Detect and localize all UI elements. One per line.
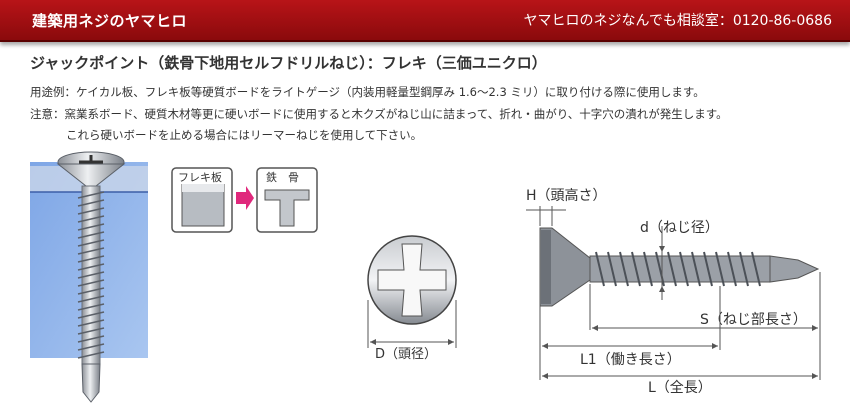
- usage-text: 用途例：ケイカル板、フレキ板等硬質ボードをライトゲージ（内装用軽量型鋼厚み 1.…: [30, 85, 705, 99]
- header-bar: 建築用ネジのヤマヒロ ヤマヒロのネジなんでも相談室：0120-86-0686: [0, 0, 850, 42]
- working-length-label: L1（働き長さ）: [580, 352, 681, 368]
- head-top-view: D（頭径）: [367, 235, 457, 362]
- page-title: ジャックポイント（鉄骨下地用セルフドリルねじ）：フレキ（三価ユニクロ）: [30, 54, 547, 72]
- thread-diameter-label: d（ねじ径）: [640, 220, 719, 236]
- material-icons: フレキ板 鉄 骨: [171, 167, 318, 233]
- site-brand[interactable]: 建築用ネジのヤマヒロ: [32, 12, 188, 30]
- drill-tip: [769, 255, 820, 283]
- contact-phone: ヤマヒロのネジなんでも相談室：0120-86-0686: [523, 13, 832, 29]
- side-dimension-view: H（頭高さ） d（ねじ径） S（ねじ部長さ） L1（働き長さ） L（全長）: [526, 187, 821, 396]
- arrow-right-icon: [236, 186, 254, 210]
- product-photo: [30, 151, 148, 403]
- steel-label: 鉄 骨: [266, 170, 299, 184]
- total-length-label: L（全長）: [648, 379, 712, 396]
- head-diameter-label: D（頭径）: [375, 347, 437, 362]
- flexi-label: フレキ板: [178, 170, 222, 184]
- caution-text: 注意：窯業系ボード、硬質木材等更に硬いボードに使用すると木クズがねじ山に詰まって…: [30, 107, 728, 121]
- drill-point: [81, 363, 101, 403]
- caution-note: これら硬いボードを止める場合にはリーマーねじを使用して下さい。: [66, 128, 423, 142]
- phillips-cross-icon: [377, 243, 447, 317]
- head-height-label: H（頭高さ）: [526, 187, 607, 204]
- thread-length-label: S（ねじ部長さ）: [700, 312, 807, 328]
